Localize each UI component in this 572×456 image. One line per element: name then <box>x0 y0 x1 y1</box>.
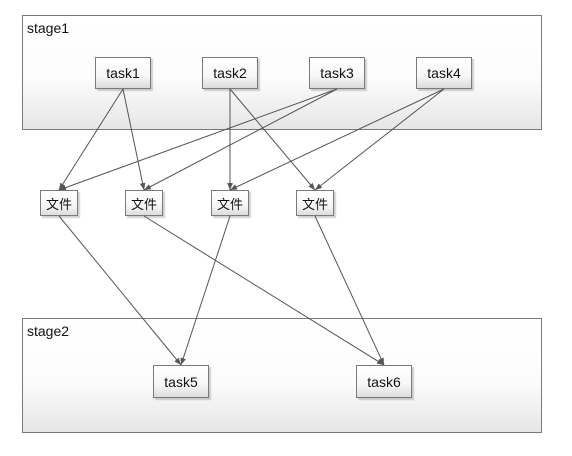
file3-label: 文件 <box>216 197 243 213</box>
task1-node: task1 <box>95 57 151 89</box>
file2-label: 文件 <box>130 197 157 213</box>
task5-label: task5 <box>164 373 198 390</box>
task5-node: task5 <box>153 365 209 398</box>
stage1-label: stage1 <box>27 20 70 36</box>
task3-node: task3 <box>309 57 365 89</box>
file3-node: 文件 <box>211 190 249 216</box>
task1-label: task1 <box>106 65 140 81</box>
task2-node: task2 <box>202 57 258 89</box>
task6-node: task6 <box>356 365 412 398</box>
file1-label: 文件 <box>45 197 72 213</box>
task4-label: task4 <box>427 65 461 81</box>
file4-node: 文件 <box>296 190 334 216</box>
file4-label: 文件 <box>301 197 328 213</box>
stage2-container: stage2 <box>22 318 542 433</box>
file1-node: 文件 <box>40 190 78 216</box>
stage2-label: stage2 <box>27 323 70 339</box>
task6-label: task6 <box>367 373 401 390</box>
file2-node: 文件 <box>125 190 163 216</box>
task3-label: task3 <box>320 65 354 81</box>
task4-node: task4 <box>416 57 472 89</box>
task2-label: task2 <box>213 65 247 81</box>
